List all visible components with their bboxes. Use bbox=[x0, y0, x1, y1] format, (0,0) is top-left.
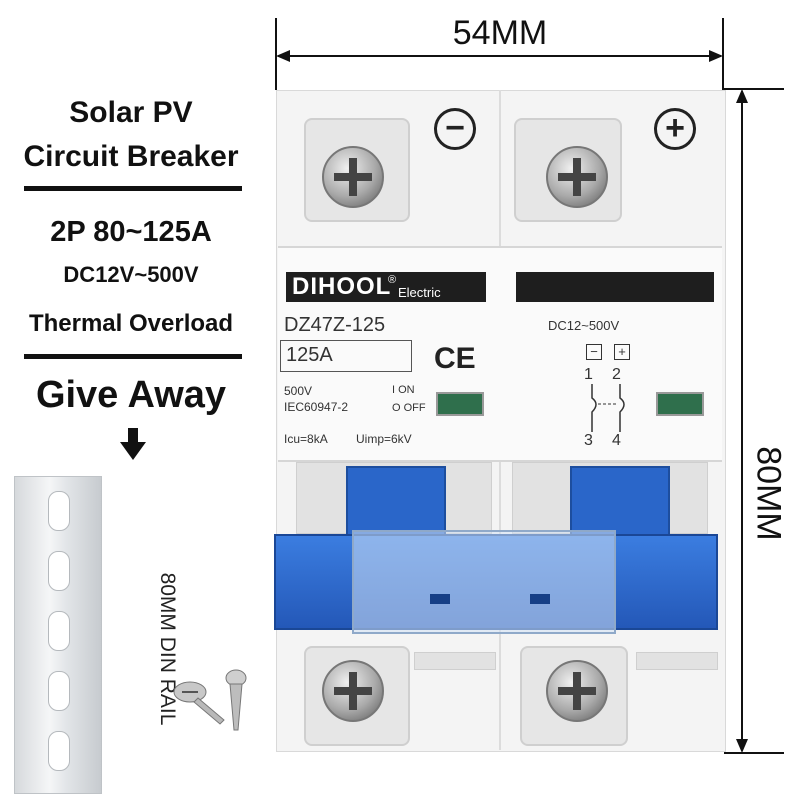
din-rail-image bbox=[14, 476, 102, 794]
height-extension-top bbox=[724, 88, 784, 90]
bridge-tab bbox=[530, 594, 550, 604]
height-dimension-arrow bbox=[734, 89, 750, 753]
minus-icon: − bbox=[434, 108, 476, 150]
screw-icon[interactable] bbox=[546, 660, 608, 722]
brand-mark: ® bbox=[388, 274, 397, 286]
spec-feature: Thermal Overload bbox=[28, 310, 234, 337]
blank-bar bbox=[516, 272, 714, 302]
toggle-handle-right[interactable] bbox=[570, 466, 670, 536]
wiring-diagram bbox=[586, 384, 646, 434]
toggle-bridge-cover bbox=[352, 530, 616, 634]
icu-rating: Icu=8kA bbox=[284, 432, 328, 446]
bottom-slot-left bbox=[414, 652, 496, 670]
voltage-rating: 500V bbox=[284, 384, 313, 398]
minus-icon: − bbox=[586, 344, 602, 360]
current-rating-box bbox=[280, 340, 412, 372]
bridge-tab bbox=[430, 594, 450, 604]
screw-icon[interactable] bbox=[322, 146, 384, 208]
model-number: DZ47Z-125 bbox=[284, 314, 386, 336]
bottom-slot-right bbox=[636, 652, 718, 670]
width-extension-left bbox=[275, 18, 277, 90]
divider bbox=[24, 186, 242, 191]
spec-voltage: DC12V~500V bbox=[63, 262, 199, 287]
standard: IEC60947-2 bbox=[284, 400, 349, 414]
divider bbox=[24, 354, 242, 359]
brand-bar bbox=[286, 272, 486, 302]
off-label: O OFF bbox=[392, 402, 426, 414]
plus-icon: + bbox=[614, 344, 630, 360]
toggle-handle-left[interactable] bbox=[346, 466, 446, 536]
plus-icon: + bbox=[654, 108, 696, 150]
current-rating: 125A bbox=[286, 344, 333, 366]
width-dimension-arrow bbox=[276, 48, 723, 64]
uimp-rating: Uimp=6kV bbox=[356, 432, 412, 446]
screw-icon[interactable] bbox=[546, 146, 608, 208]
height-label: 80MM bbox=[749, 446, 788, 541]
dc-range: DC12~500V bbox=[548, 318, 620, 333]
brand-sub: Electric bbox=[398, 285, 441, 300]
arrow-down-icon bbox=[118, 428, 148, 462]
spec-rating: 2P 80~125A bbox=[50, 216, 212, 248]
screw-icon[interactable] bbox=[322, 660, 384, 722]
brand-name: DIHOOL bbox=[292, 273, 392, 300]
terminal-4-label: 4 bbox=[612, 432, 621, 449]
terminal-2-label: 2 bbox=[612, 366, 621, 383]
ce-mark-icon: CE bbox=[434, 342, 476, 375]
title-line-1: Solar PV bbox=[69, 96, 193, 129]
height-extension-bottom bbox=[724, 752, 784, 754]
status-indicator-right bbox=[656, 392, 704, 416]
terminal-1-label: 1 bbox=[584, 366, 593, 383]
width-extension-right bbox=[722, 18, 724, 90]
status-indicator-left bbox=[436, 392, 484, 416]
terminal-3-label: 3 bbox=[584, 432, 593, 449]
title-line-2: Circuit Breaker bbox=[23, 140, 239, 173]
screw-icon bbox=[168, 668, 258, 742]
give-away-heading: Give Away bbox=[35, 374, 227, 416]
on-label: I ON bbox=[392, 384, 415, 396]
width-label: 54MM bbox=[452, 14, 548, 52]
